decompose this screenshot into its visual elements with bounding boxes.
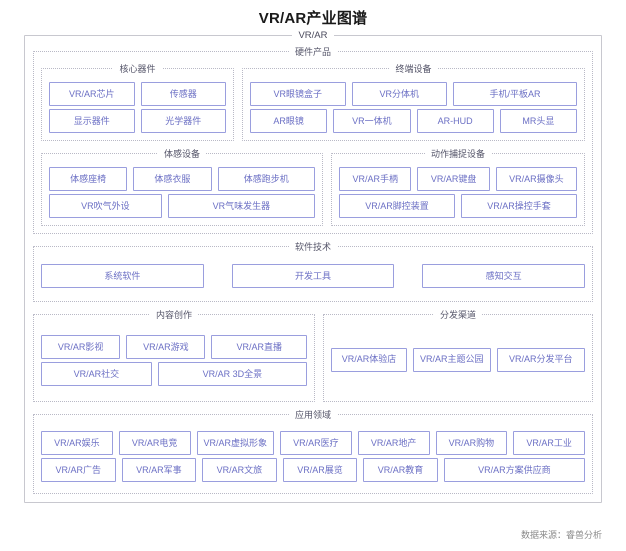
node-app-4[interactable]: VR/AR医疗 bbox=[280, 431, 352, 455]
node-terminal-4[interactable]: AR眼镜 bbox=[250, 109, 328, 133]
group-hardware: 硬件产品 核心器件 VR/AR芯片 传感器 显示器件 光学器件 bbox=[33, 45, 593, 234]
node-terminal-7[interactable]: MR头显 bbox=[499, 109, 577, 133]
page-title: VR/AR产业图谱 bbox=[258, 10, 368, 27]
group-software-tech: 软件技术 系统软件 开发工具 感知交互 bbox=[33, 240, 593, 302]
group-content-creation: 内容创作 VR/AR影视 VR/AR游戏 VR/AR直播 VR/AR社交 VR/… bbox=[33, 308, 315, 402]
group-application-fields: 应用领域 VR/AR娱乐 VR/AR电竞 VR/AR虚拟形象 VR/AR医疗 V… bbox=[33, 408, 593, 494]
terminal-devices-row-1: VR眼镜盒子 VR分体机 手机/平板AR bbox=[250, 79, 578, 106]
node-content-1[interactable]: VR/AR影视 bbox=[41, 335, 121, 359]
node-soma-2[interactable]: 体感衣服 bbox=[133, 167, 212, 191]
node-app-8[interactable]: VR/AR广告 bbox=[41, 458, 116, 482]
group-motion-capture-devices: 动作捕捉设备 VR/AR手柄 VR/AR键盘 VR/AR摄像头 VR/AR脚控装… bbox=[331, 147, 585, 226]
node-core-3[interactable]: 显示器件 bbox=[49, 109, 135, 133]
node-soma-5[interactable]: VR气味发生器 bbox=[167, 194, 315, 218]
core-components-row-1: VR/AR芯片 传感器 bbox=[49, 79, 226, 106]
node-app-6[interactable]: VR/AR购物 bbox=[435, 431, 508, 455]
node-terminal-1[interactable]: VR眼镜盒子 bbox=[250, 82, 346, 106]
node-app-12[interactable]: VR/AR教育 bbox=[363, 458, 438, 482]
motion-capture-row-1: VR/AR手柄 VR/AR键盘 VR/AR摄像头 bbox=[339, 164, 577, 191]
node-app-9[interactable]: VR/AR军事 bbox=[121, 458, 197, 482]
node-terminal-2[interactable]: VR分体机 bbox=[351, 82, 447, 106]
group-somatosensory-devices-legend: 体感设备 bbox=[163, 149, 200, 159]
node-terminal-5[interactable]: VR一体机 bbox=[333, 109, 411, 133]
group-distribution-channel-legend: 分发渠道 bbox=[439, 310, 476, 320]
terminal-devices-row-2: AR眼镜 VR一体机 AR-HUD MR头显 bbox=[250, 106, 577, 133]
node-motion-3[interactable]: VR/AR摄像头 bbox=[495, 167, 577, 191]
node-distribution-3[interactable]: VR/AR分发平台 bbox=[496, 347, 585, 372]
node-terminal-3[interactable]: 手机/平板AR bbox=[453, 82, 578, 106]
group-hardware-legend: 硬件产品 bbox=[294, 47, 331, 57]
distribution-row-1: VR/AR体验店 VR/AR主题公园 VR/AR分发平台 bbox=[331, 334, 585, 386]
group-application-fields-legend: 应用领域 bbox=[294, 410, 331, 420]
node-content-2[interactable]: VR/AR游戏 bbox=[126, 335, 206, 359]
node-app-10[interactable]: VR/AR文旅 bbox=[202, 458, 277, 482]
node-core-4[interactable]: 光学器件 bbox=[140, 109, 226, 133]
node-content-3[interactable]: VR/AR直播 bbox=[211, 335, 307, 359]
group-content-creation-legend: 内容创作 bbox=[155, 310, 192, 320]
node-soma-4[interactable]: VR吹气外设 bbox=[49, 194, 162, 218]
data-source-footer: 数据来源：睿兽分析 bbox=[520, 530, 602, 540]
node-content-4[interactable]: VR/AR社交 bbox=[41, 362, 152, 386]
node-app-3[interactable]: VR/AR虚拟形象 bbox=[196, 431, 275, 455]
node-distribution-1[interactable]: VR/AR体验店 bbox=[331, 347, 408, 372]
node-app-13[interactable]: VR/AR方案供应商 bbox=[443, 458, 585, 482]
node-core-1[interactable]: VR/AR芯片 bbox=[49, 82, 135, 106]
node-app-11[interactable]: VR/AR展览 bbox=[282, 458, 358, 482]
node-app-1[interactable]: VR/AR娱乐 bbox=[41, 431, 113, 455]
group-core-components: 核心器件 VR/AR芯片 传感器 显示器件 光学器件 bbox=[41, 62, 234, 141]
node-software-2[interactable]: 开发工具 bbox=[231, 264, 395, 288]
root-group-vr-ar: VR/AR 硬件产品 核心器件 VR/AR芯片 传感器 显示器件 光学器件 bbox=[24, 30, 602, 503]
group-motion-capture-legend: 动作捕捉设备 bbox=[430, 149, 485, 159]
node-software-1[interactable]: 系统软件 bbox=[41, 264, 204, 288]
content-creation-row-1: VR/AR影视 VR/AR游戏 VR/AR直播 bbox=[41, 325, 307, 359]
group-distribution-channel: 分发渠道 VR/AR体验店 VR/AR主题公园 VR/AR分发平台 bbox=[323, 308, 593, 402]
node-soma-1[interactable]: 体感座椅 bbox=[49, 167, 128, 191]
application-row-2: VR/AR广告 VR/AR军事 VR/AR文旅 VR/AR展览 VR/AR教育 … bbox=[41, 455, 585, 486]
group-terminal-devices: 终端设备 VR眼镜盒子 VR分体机 手机/平板AR AR眼镜 VR一体机 AR-… bbox=[242, 62, 585, 141]
node-soma-3[interactable]: 体感跑步机 bbox=[217, 167, 316, 191]
group-core-components-legend: 核心器件 bbox=[119, 64, 156, 74]
group-software-tech-legend: 软件技术 bbox=[294, 242, 331, 252]
root-group-legend: VR/AR bbox=[298, 30, 328, 41]
somatosensory-row-1: 体感座椅 体感衣服 体感跑步机 bbox=[49, 164, 316, 191]
motion-capture-row-2: VR/AR脚控装置 VR/AR操控手套 bbox=[339, 191, 577, 218]
node-core-2[interactable]: 传感器 bbox=[140, 82, 226, 106]
node-app-5[interactable]: VR/AR地产 bbox=[357, 431, 430, 455]
node-motion-2[interactable]: VR/AR键盘 bbox=[417, 167, 490, 191]
node-app-7[interactable]: VR/AR工业 bbox=[513, 431, 586, 455]
group-terminal-devices-legend: 终端设备 bbox=[395, 64, 432, 74]
node-app-2[interactable]: VR/AR电竞 bbox=[118, 431, 191, 455]
somatosensory-row-2: VR吹气外设 VR气味发生器 bbox=[49, 191, 315, 218]
software-items-row: 系统软件 开发工具 感知交互 bbox=[41, 257, 586, 294]
node-distribution-2[interactable]: VR/AR主题公园 bbox=[413, 347, 491, 372]
group-somatosensory-devices: 体感设备 体感座椅 体感衣服 体感跑步机 VR吹气外设 VR气味发生器 bbox=[41, 147, 323, 226]
content-creation-row-2: VR/AR社交 VR/AR 3D全景 bbox=[41, 359, 307, 394]
node-software-3[interactable]: 感知交互 bbox=[422, 264, 586, 288]
node-content-5[interactable]: VR/AR 3D全景 bbox=[157, 362, 307, 386]
node-terminal-6[interactable]: AR-HUD bbox=[416, 109, 494, 133]
application-row-1: VR/AR娱乐 VR/AR电竞 VR/AR虚拟形象 VR/AR医疗 VR/AR地… bbox=[41, 425, 586, 455]
core-components-row-2: 显示器件 光学器件 bbox=[49, 106, 226, 133]
node-motion-1[interactable]: VR/AR手柄 bbox=[339, 167, 412, 191]
node-motion-4[interactable]: VR/AR脚控装置 bbox=[339, 194, 455, 218]
node-motion-5[interactable]: VR/AR操控手套 bbox=[461, 194, 577, 218]
